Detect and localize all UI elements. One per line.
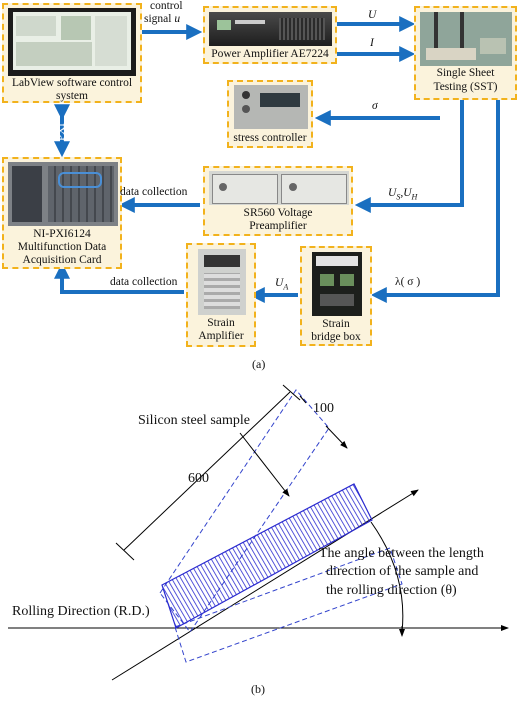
strain-amp-caption-1: Strain <box>188 317 254 330</box>
angle-label-3: the rolling direction (θ) <box>326 583 457 599</box>
ni-card-photo <box>8 162 118 226</box>
label-I: I <box>370 37 374 50</box>
stress-controller-box: stress controller <box>227 80 313 148</box>
rolling-direction-label: Rolling Direction (R.D.) <box>12 604 150 620</box>
sst-photo <box>420 12 512 66</box>
bridge-box: Strain bridge box <box>300 246 372 346</box>
label-sigma: σ <box>372 100 378 113</box>
bridge-photo <box>312 252 362 316</box>
dim-600-label: 600 <box>188 471 209 487</box>
ni-card-caption-2: Multifunction Data <box>4 241 120 254</box>
control-signal-label-2: signal u <box>144 13 180 26</box>
caption-b: (b) <box>251 683 265 696</box>
preamp-box: SR560 Voltage Preamplifier <box>203 166 353 236</box>
strain-amp-photo <box>198 249 246 315</box>
ni-card-box: NI-PXI6124 Multifunction Data Acquisitio… <box>2 157 122 269</box>
power-amp-caption: Power Amplifier AE7224 <box>205 48 335 61</box>
angle-label-2: direction of the sample and <box>326 564 478 580</box>
label-ua: UA <box>275 277 288 293</box>
label-pxi: PXI <box>55 107 67 157</box>
power-amp-box: Power Amplifier AE7224 <box>203 6 337 64</box>
sample-label: Silicon steel sample <box>138 413 250 429</box>
angle-label-1: The angle between the length <box>319 546 484 562</box>
sst-caption-2: Testing (SST) <box>416 81 515 94</box>
control-var: u <box>174 13 180 25</box>
label-lambda: λ( σ ) <box>395 276 420 289</box>
bridge-caption-2: bridge box <box>302 331 370 344</box>
power-amp-photo <box>209 12 332 46</box>
label-data-collection-2: data collection <box>110 276 177 289</box>
dim-600-ext-1 <box>116 543 134 560</box>
labview-box: LabView software control system <box>2 3 142 103</box>
sst-box: Single Sheet Testing (SST) <box>414 6 517 100</box>
preamp-photo <box>209 171 349 205</box>
strain-amp-caption-2: Amplifier <box>188 330 254 343</box>
preamp-caption-1: SR560 Voltage <box>205 207 351 220</box>
label-us-uh: US,UH <box>388 187 417 203</box>
strain-amp-box: Strain Amplifier <box>186 243 256 347</box>
labview-caption: LabView software control system <box>12 77 132 103</box>
dim-100-label: 100 <box>313 401 334 417</box>
labview-photo <box>8 8 136 76</box>
ni-card-caption-3: Acquisition Card <box>4 254 120 267</box>
sample-leader <box>240 433 289 496</box>
label-U: U <box>368 9 376 22</box>
label-data-collection-1: data collection <box>120 186 187 199</box>
ni-card-caption-1: NI-PXI6124 <box>4 228 120 241</box>
stress-controller-photo <box>234 85 308 129</box>
control-signal-label-1: control <box>150 0 183 13</box>
dim-100-arrow <box>326 426 347 448</box>
dim-600-ext-2 <box>283 385 300 400</box>
preamp-caption-2: Preamplifier <box>205 220 351 233</box>
stress-controller-caption: stress controller <box>229 132 311 145</box>
sample-geometry-diagram <box>0 370 520 705</box>
sst-caption-1: Single Sheet <box>416 67 515 80</box>
dim-100-tick <box>300 396 306 403</box>
bridge-caption-1: Strain <box>302 318 370 331</box>
